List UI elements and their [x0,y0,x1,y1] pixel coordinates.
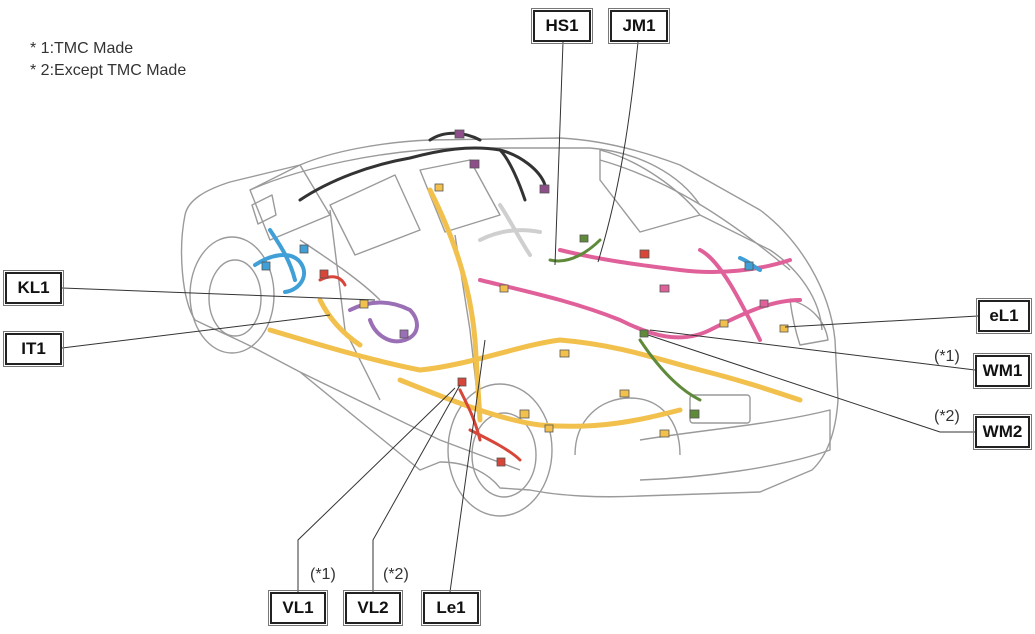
connector [319,269,329,279]
leader-it1 [61,314,331,349]
connector [496,457,506,467]
front-wheel-outer [189,236,275,354]
leader-kl1 [61,287,376,301]
label-wm2: WM2 [973,414,1032,450]
connector [399,329,409,339]
harness-red [318,275,522,462]
leader-vl1 [297,387,456,592]
connector [469,159,480,169]
tag-vl1: (*1) [310,566,336,583]
connector [559,349,570,358]
connector [454,129,465,139]
dash-line [299,239,381,301]
car-body [180,137,839,517]
harnesses [253,131,803,462]
note-except-tmc-made: * 2:Except TMC Made [30,62,187,79]
leader-lines [61,41,979,593]
leader-wm1 [649,329,976,371]
tail-light [789,299,829,346]
harness-purple [348,300,419,344]
connector [719,319,729,328]
leader-hs1 [554,41,564,266]
label-it1: IT1 [3,331,64,367]
label-vl2: VL2 [343,590,403,626]
label-jm1: JM1 [608,8,670,44]
side-mirror [251,194,277,225]
label-hs1: HS1 [531,8,593,44]
connector [639,249,650,259]
car-silhouette [180,137,839,498]
note-tmc-made: * 1:TMC Made [30,40,134,57]
leader-jm1 [597,41,639,263]
rear-wheel-outer [447,383,553,517]
connector [659,284,670,293]
connector [519,409,530,419]
connector [499,284,509,293]
leader-wm2 [647,334,975,433]
connector [579,234,589,243]
leader-le1 [449,339,486,593]
connectors [261,129,789,467]
trunk-lid [699,214,823,331]
tag-wm2: (*2) [934,408,960,425]
connector [689,409,700,419]
harness-roof-black [298,131,547,202]
rear-door-window [419,159,501,233]
front-wheel-inner [208,259,262,337]
label-vl1: VL1 [268,590,328,626]
connector [299,244,309,254]
rear-wheel-inner [471,412,537,498]
label-le1: Le1 [421,590,481,626]
connector [434,183,444,192]
windshield [249,164,331,241]
harness-gray [478,203,542,257]
roof-rail [599,159,791,271]
connector [261,261,271,271]
label-kl1: KL1 [3,270,64,306]
door-line-front [329,209,381,401]
connector [619,389,630,398]
connector [539,184,550,194]
license-plate [689,394,751,424]
connector [639,329,649,338]
label-el1: eL1 [976,298,1032,334]
leader-el1 [784,315,979,328]
tag-wm1: (*1) [934,348,960,365]
tag-vl2: (*2) [383,566,409,583]
connector [457,377,467,387]
connector [779,324,789,333]
label-wm1: WM1 [973,353,1032,389]
connector [759,299,769,308]
connector [544,424,554,433]
connector [359,299,369,309]
rear-bumper [639,409,831,481]
roof-line [249,147,701,206]
leader-vl2 [372,384,461,592]
front-door-window [329,174,421,256]
connector [744,261,754,271]
rear-window [599,149,701,233]
harness-floor-yellow [267,187,803,429]
connector [659,429,670,438]
rocker-sill [299,371,521,471]
